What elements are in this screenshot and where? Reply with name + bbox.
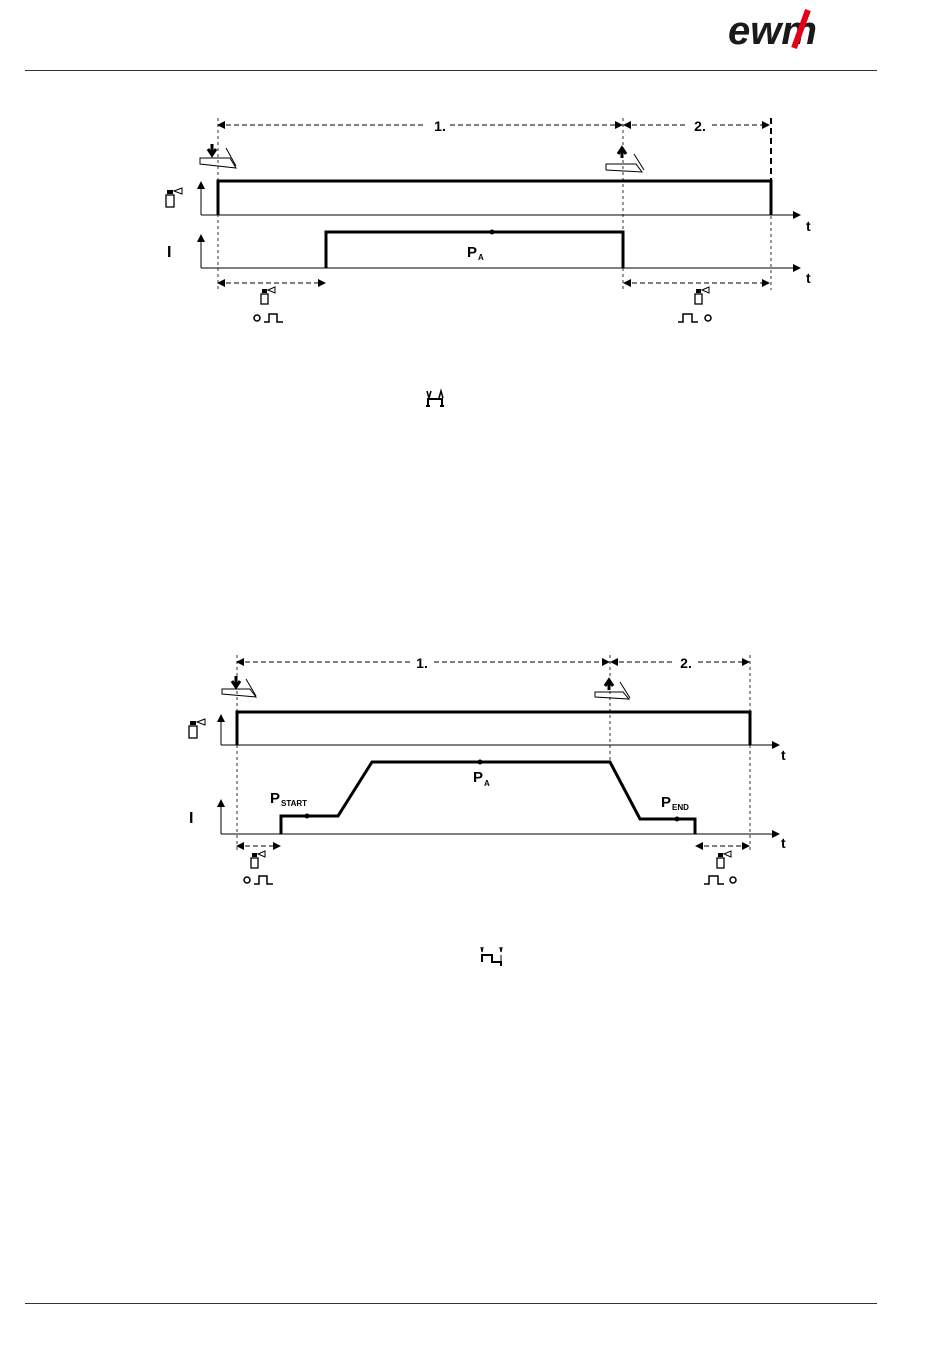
main-power-point [478, 760, 483, 765]
torch-trigger-release-icon [595, 680, 630, 699]
phase-1-dimension: 1. [237, 655, 609, 671]
end-power-point [675, 817, 680, 822]
time-label-gas: t [781, 747, 786, 763]
time-label-current: t [781, 835, 786, 851]
phase-1-label: 1. [416, 655, 428, 671]
gas-postflow-icon [704, 851, 736, 884]
phase-2-dimension: 2. [611, 655, 749, 671]
gas-flow-signal [237, 712, 750, 745]
current-axis-label: I [189, 810, 193, 827]
two-stroke-special-mode-icon [481, 947, 502, 966]
gas-cylinder-icon [189, 719, 205, 738]
gas-flow-axis: t [221, 715, 786, 763]
start-power-label: P [270, 790, 280, 807]
end-power-label: P [661, 794, 671, 811]
torch-trigger-press-icon [222, 676, 256, 697]
phase-2-label: 2. [680, 655, 692, 671]
start-power-point [305, 814, 310, 819]
main-power-sub: A [484, 779, 490, 788]
start-power-sub: START [281, 799, 307, 808]
main-power-label: P [473, 769, 483, 786]
end-power-sub: END [672, 803, 689, 812]
gas-preflow-icon [244, 851, 273, 884]
welding-current-signal [281, 762, 695, 834]
